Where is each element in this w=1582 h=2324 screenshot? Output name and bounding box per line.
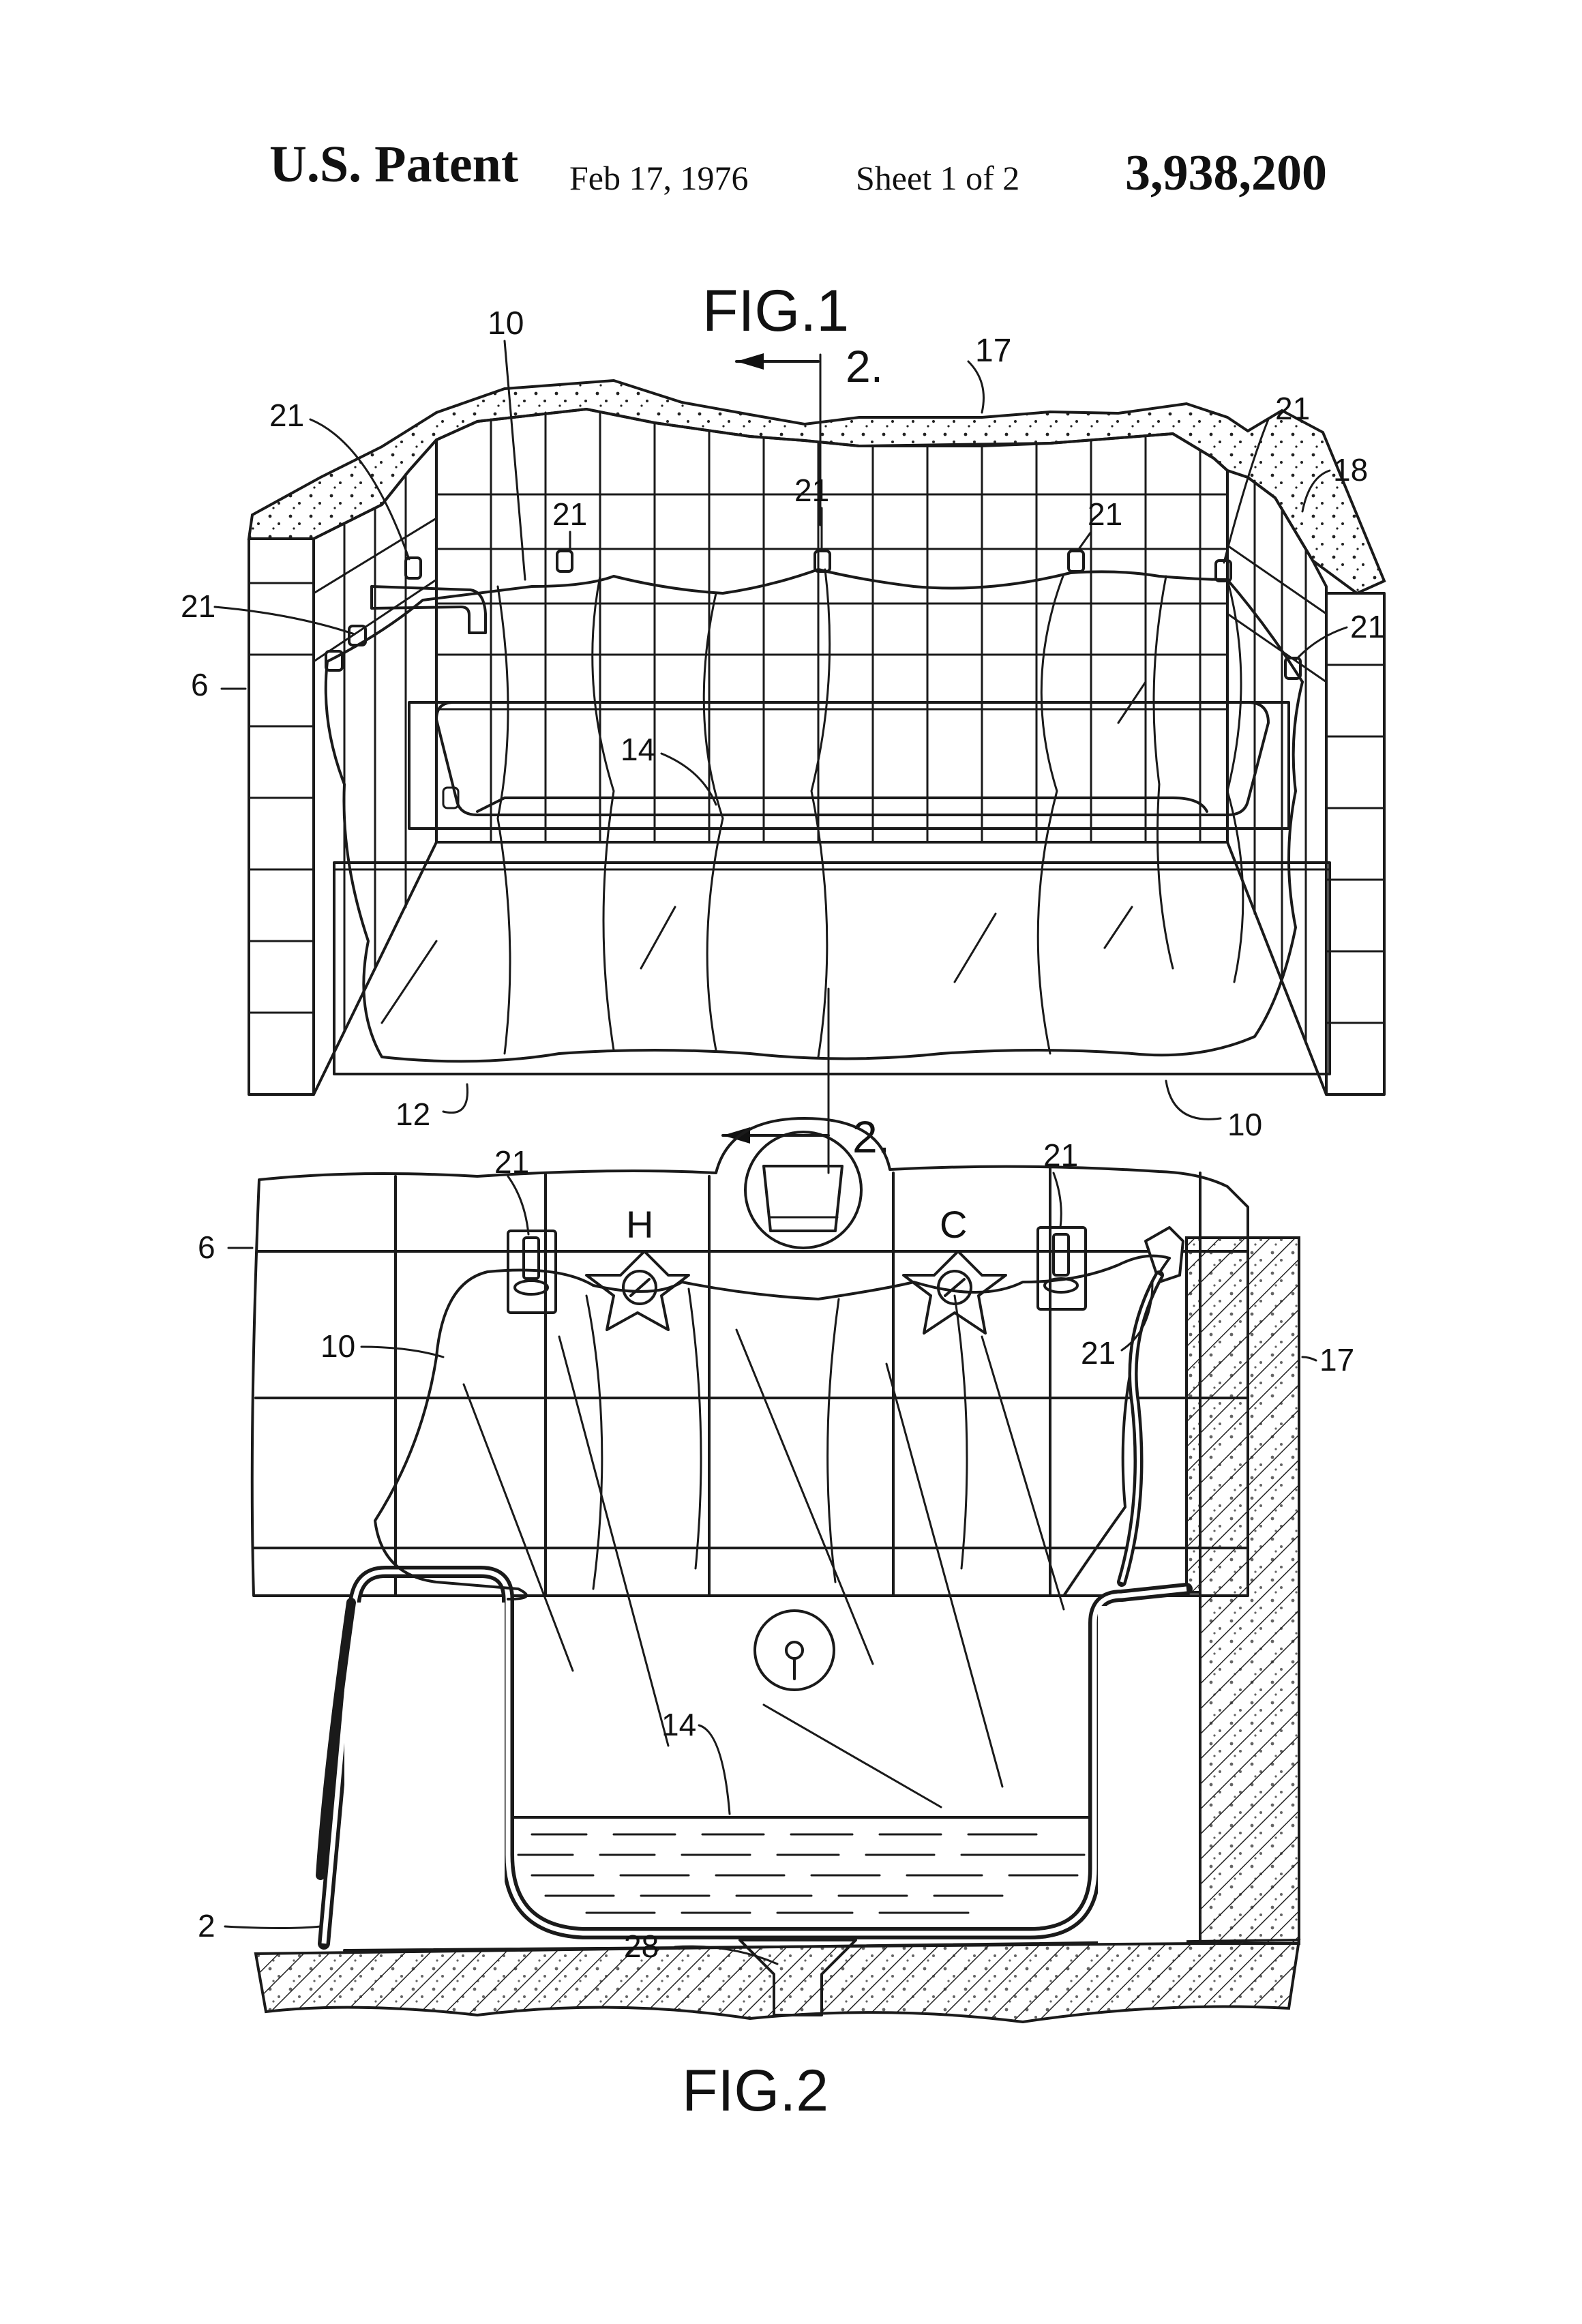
fig1-right-side-wall: [1226, 469, 1328, 1096]
fig2-label-tub: 14: [661, 1707, 696, 1742]
fig2-tub-section: [318, 1566, 1202, 1952]
fig1-label-hook-right: 21: [1275, 391, 1310, 426]
fig2-soap-dish: [744, 1131, 863, 1249]
fig2-tub-void-right: [1098, 1606, 1186, 1943]
fig2-leaders: [224, 1172, 1317, 1965]
fig1-label-base: 12: [395, 1097, 430, 1132]
fig2-label-hook-right: 21: [1043, 1137, 1078, 1173]
fig1-section-line-bottom: 2.: [721, 987, 890, 1174]
fig1-title: FIG.1: [702, 278, 849, 344]
figure-1: FIG.1: [181, 278, 1386, 1174]
fig1-left-brick-column: [248, 537, 315, 1096]
fig1-drain-lever-icon: [442, 786, 460, 809]
fig2-concrete-texture: [1186, 1238, 1299, 1943]
fig1-back-wall-grid: [435, 411, 1229, 844]
fig1-label-hook-2: 21: [794, 473, 829, 508]
fig2-label-hot: H: [626, 1203, 653, 1246]
fig1-hooks: [325, 550, 1302, 680]
fig2-label-hook-left: 21: [494, 1144, 529, 1180]
fig1-right-brick-column: [1325, 592, 1386, 1096]
fig2-hooks: [507, 1226, 1184, 1314]
fig1-label-hook-3: 21: [1088, 496, 1122, 532]
fig1-label-hook-left: 21: [269, 398, 304, 433]
fig2-title: FIG.2: [682, 2058, 829, 2124]
fig1-label-curtain-top: 10: [488, 306, 524, 342]
fig2-wall-outline: [250, 1117, 1249, 1597]
fig2-label-hook-side: 21: [1081, 1335, 1116, 1371]
fig1-right-side-wall-grid: [1226, 479, 1328, 1045]
fig2-tub-void-left: [344, 1603, 505, 1950]
fig1-label-wall-left: 6: [191, 667, 209, 702]
fig1-label-curtain-bottom: 10: [1227, 1107, 1262, 1142]
fig1-shower-curtain: [324, 568, 1304, 1063]
fig2-overflow-drain: [753, 1609, 835, 1691]
fig1-section-mark-top: 2.: [846, 341, 883, 391]
sheet-number: Sheet 1 of 2: [856, 159, 1020, 197]
patent-date: Feb 17, 1976: [569, 159, 749, 197]
fig2-drain-pipe: [738, 1939, 857, 2016]
figure-2: 21 21 H C 6 10 21 17 14 2 28 FIG.2: [198, 1117, 1354, 2124]
fig2-label-curtain: 10: [320, 1328, 355, 1364]
fig1-leaders: [213, 340, 1348, 1120]
fig2-label-wall-left: 6: [198, 1230, 215, 1265]
fig1-left-side-wall-grid: [312, 473, 438, 1031]
fig2-water: [511, 1816, 1091, 1914]
fig2-tile-grid: [252, 1166, 1249, 1597]
fig1-label-tub: 14: [621, 732, 655, 767]
fig1-label-edge: 18: [1333, 452, 1368, 488]
fig1-back-wall: [435, 408, 1229, 844]
fig2-shower-curtain: [316, 1254, 1171, 1880]
fig2-label-drain: 28: [624, 1928, 659, 1964]
patent-number: 3,938,200: [1125, 145, 1327, 201]
fig2-label-floor-edge: 2: [198, 1908, 215, 1943]
fig1-label-hook-left-low: 21: [181, 589, 215, 624]
patent-label: U.S. Patent: [269, 136, 519, 193]
fig1-label-hook-right-low: 21: [1350, 609, 1385, 644]
fig1-section-line-top: 2.: [735, 341, 883, 526]
fig2-floor-texture: [256, 1940, 1299, 2022]
fig1-label-hook-1: 21: [552, 496, 587, 532]
fig1-label-wall: 17: [975, 333, 1011, 369]
fig2-label-cold: C: [940, 1203, 967, 1246]
fig2-label-wall: 17: [1319, 1342, 1354, 1377]
fig1-bathtub: [333, 701, 1331, 1075]
